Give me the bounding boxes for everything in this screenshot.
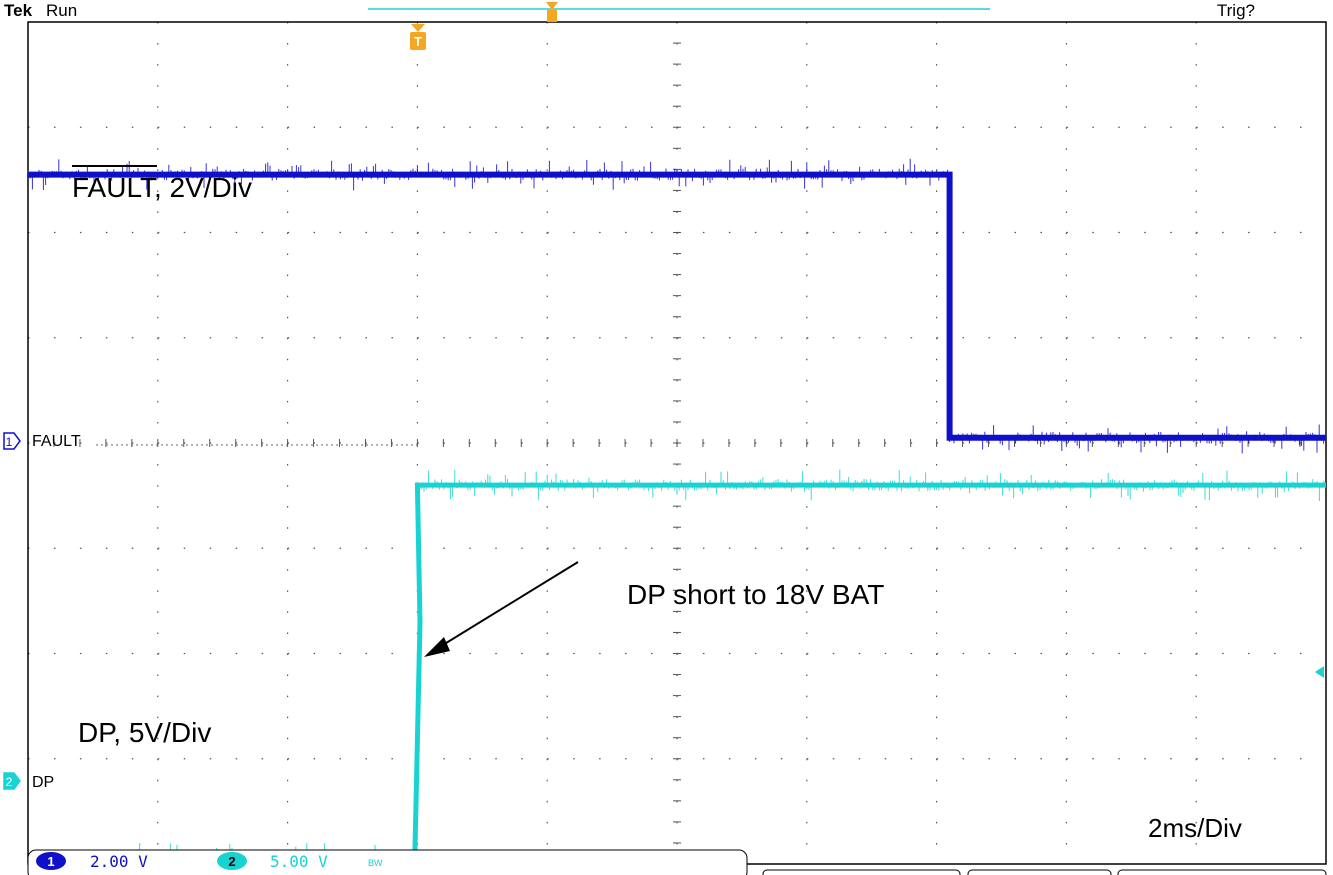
brand-logo: Tek <box>4 1 33 20</box>
graticule-grid <box>27 21 1327 865</box>
ch1-marker-number: 1 <box>6 435 13 449</box>
softkey-tab[interactable] <box>762 869 961 875</box>
waveform-traces <box>27 158 1327 874</box>
ch2-marker-number: 2 <box>6 775 13 789</box>
trigger-marker-label: T <box>414 34 422 49</box>
timebase-annotation: 2ms/Div <box>1148 813 1242 843</box>
fault-annotation-scale: , 2V/Div <box>154 172 252 203</box>
event-annotation: DP short to 18V BAT <box>627 579 884 610</box>
softkey-tab[interactable] <box>1117 869 1327 875</box>
trace-dp-edge <box>60 484 1326 860</box>
ch1-scale: 2.00 V <box>90 852 148 871</box>
trace-noise <box>416 469 1325 501</box>
channel-readout-bar: 1 2.00 V 2 5.00 V BW <box>27 849 748 875</box>
trace-fault-edge <box>28 173 1326 439</box>
ch2-readout-number: 2 <box>228 854 235 869</box>
trigger-status: Trig? <box>1217 1 1255 20</box>
bandwidth-limit-icon: BW <box>368 858 383 868</box>
fault-annotation-name: FAULT <box>72 172 157 203</box>
trace-dp <box>60 482 1326 862</box>
trace-noise <box>949 424 1327 454</box>
ch1-readout-number: 1 <box>47 854 54 869</box>
trigger-position-icon[interactable] <box>546 2 558 22</box>
trigger-marker-icon[interactable]: T <box>410 24 426 50</box>
ch1-reference-label: FAULT <box>32 433 81 450</box>
dp-annotation: DP, 5V/Div <box>78 717 211 748</box>
event-arrow <box>424 561 579 657</box>
ch2-ground-marker[interactable]: 2 <box>3 772 21 790</box>
ch2-scale: 5.00 V <box>270 852 328 871</box>
run-state: Run <box>46 1 77 20</box>
softkey-tabs <box>762 869 1327 875</box>
trigger-level-icon[interactable] <box>1315 666 1324 678</box>
ch1-readout[interactable]: 1 2.00 V <box>36 852 148 871</box>
fault-annotation: FAULT, 2V/Div <box>72 172 252 203</box>
ch2-readout[interactable]: 2 5.00 V <box>217 852 328 871</box>
ch2-reference-label: DP <box>32 774 54 791</box>
ch1-ground-marker[interactable]: 1 <box>3 432 21 450</box>
softkey-tab[interactable] <box>967 869 1112 875</box>
trace-fault <box>28 171 1326 441</box>
